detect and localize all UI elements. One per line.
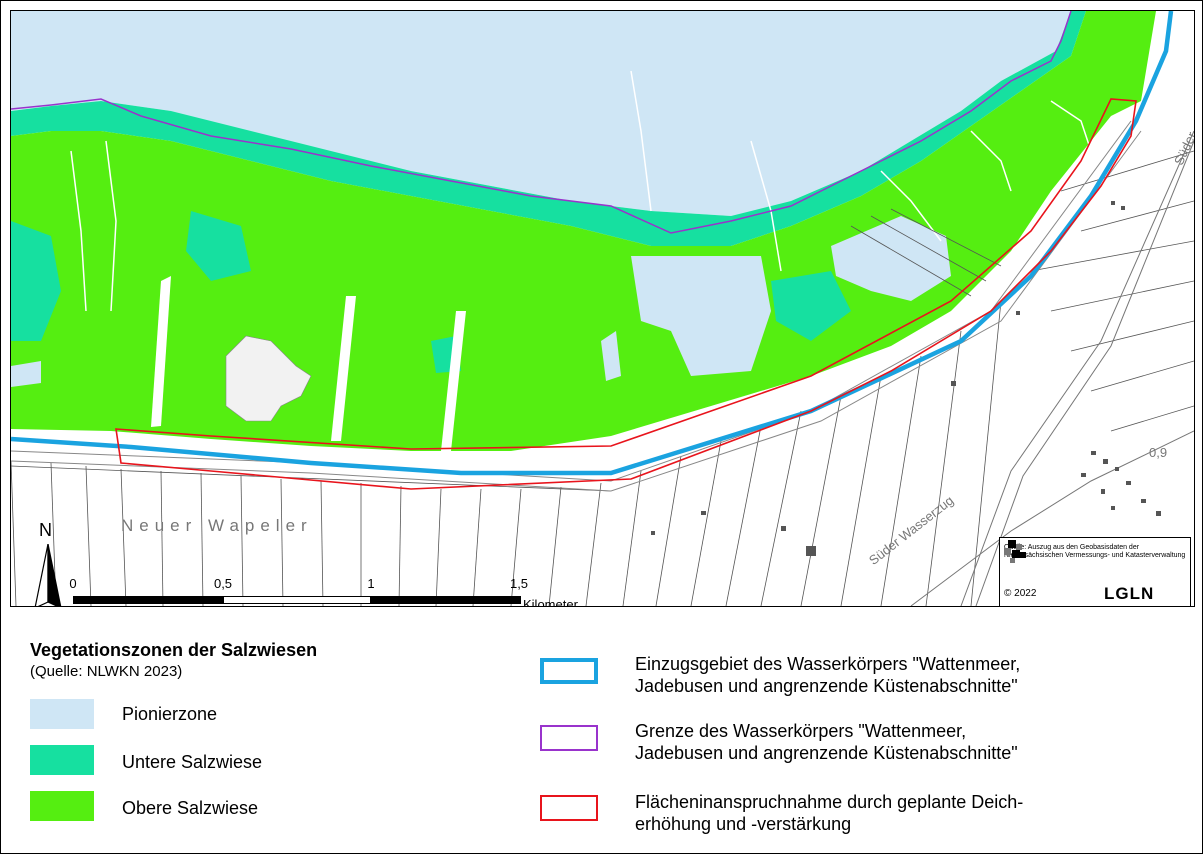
legend-label-upper: Obere Salzwiese [122,798,259,818]
scale-bar: 0 0,5 1 1,5 Kilometer [69,576,578,606]
north-arrow-icon [34,544,62,606]
pond-area [225,335,312,422]
legend-swatch-boundary [540,725,598,751]
catchment-boundary-line [11,11,1174,476]
legend-label-line: Grenze des Wasserkörpers "Wattenmeer, [635,721,967,741]
legend-label-line: Jadebusen und angrenzende Küstenabschnit… [635,743,1018,763]
copyright-label: © 2022 [1004,588,1037,599]
map-canvas [11,11,1194,606]
legend-label-line: Einzugsgebiet des Wasserkörpers "Wattenm… [635,654,1021,674]
source-credit-text: Quelle: Auszug aus den Geobasisdaten der… [1004,544,1186,559]
road-line [960,130,1194,606]
scale-segment [73,596,223,604]
pioneer-zone-patch [631,256,771,376]
pioneer-zone-patch [11,361,41,387]
legend-swatch-lower [30,745,94,775]
building-markers [651,201,1161,556]
legend-label-boundary: Grenze des Wasserkörpers "Wattenmeer, Ja… [635,720,1175,764]
lower-salt-marsh-patch [186,211,251,281]
scale-tick-label: 0 [69,576,77,591]
lgln-logo-text: LGLN [1104,584,1155,603]
map-frame[interactable]: Neuer Wapeler Süder Wasserzug Süder 0,9 … [10,10,1195,607]
water-body-boundary-line [11,11,1072,234]
scale-tick-label: 1 [367,576,375,591]
legend-swatch-pioneer [30,699,94,729]
road-line [910,430,1194,606]
drainage-strip [151,276,171,427]
legend-label-lower: Untere Salzwiese [122,752,263,772]
drainage-strip [331,296,356,441]
legend-label-line: Jadebusen und angrenzende Küstenabschnit… [635,676,1018,696]
pioneer-zone-patch [831,216,951,301]
legend-label-line: erhöhung und -verstärkung [635,814,852,834]
legend-swatch-footprint [540,795,598,821]
legend-label-footprint: Flächeninanspruchnahme durch geplante De… [635,791,1175,835]
lower-salt-marsh-area [11,11,1086,246]
north-letter: N [39,520,52,540]
lower-salt-marsh-patch [771,271,851,341]
legend-label-catchment: Einzugsgebiet des Wasserkörpers "Wattenm… [635,653,1175,697]
legend-panel: Vegetationszonen der Salzwiesen (Quelle:… [10,615,1193,845]
north-arrow: N [33,520,63,606]
source-credit-box: Quelle: Auszug aus den Geobasisdaten der… [999,537,1191,606]
legend-swatch-catchment [540,658,598,684]
scale-unit-label: Kilometer [523,597,578,607]
legend-label-line: Flächeninanspruchnahme durch geplante De… [635,792,1024,812]
scale-segment [223,596,371,604]
dike-road [11,120,1132,482]
lgln-logo-icon [1004,540,1026,563]
upper-salt-marsh-area [11,11,1156,451]
scale-tick-label: 1,5 [509,576,529,591]
place-label: Neuer Wapeler [121,516,313,535]
dike-road [11,130,1142,492]
scale-tick-label: 0,5 [213,576,233,591]
height-label: 0,9 [1149,445,1168,460]
legend-title: Vegetationszonen der Salzwiesen [30,640,318,660]
pioneer-zone-patch [601,331,621,381]
pioneer-zone-area [11,11,1071,216]
field-lines [11,150,1194,606]
legend-swatch-upper [30,791,94,821]
planned-footprint-outline [115,98,1137,490]
legend-source: (Quelle: NLWKN 2023) [30,663,183,680]
scale-segment [371,596,521,604]
legend-label-pioneer: Pionierzone [122,704,218,724]
drainage-strip [441,311,466,451]
lower-salt-marsh-patch [11,221,61,341]
